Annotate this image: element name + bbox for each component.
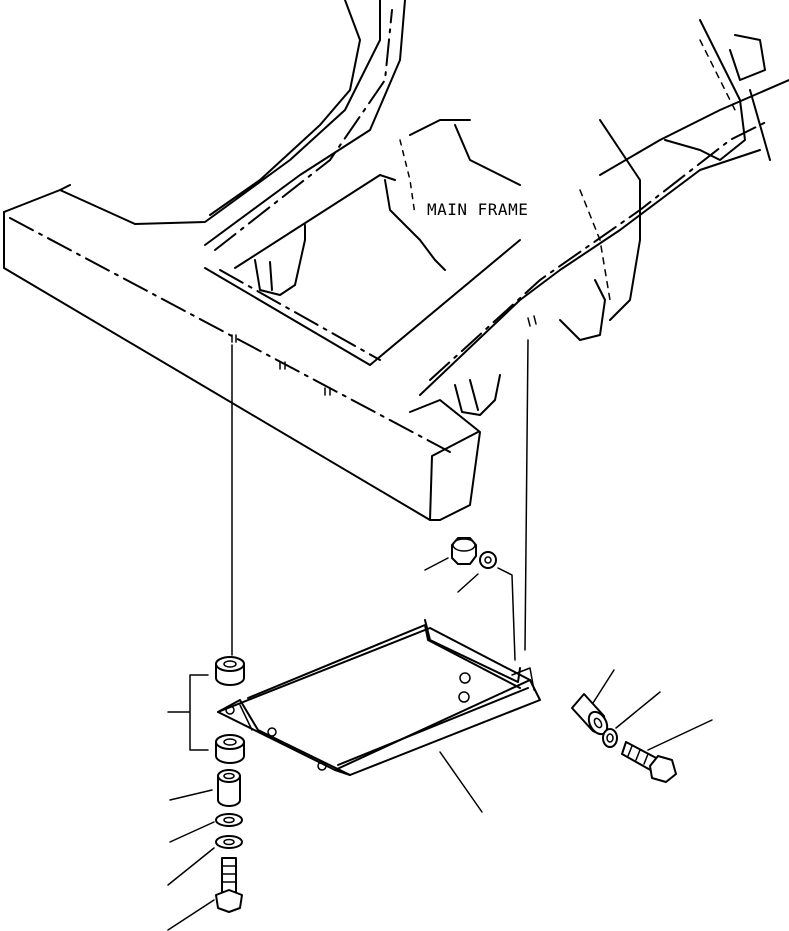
guard-plate-left-lip-inner	[239, 704, 253, 731]
left-rail-outer	[134, 0, 381, 225]
spacer-tube	[217, 775, 241, 807]
rear-right-dash	[699, 39, 736, 111]
bolt-shank	[221, 857, 237, 893]
leader-spacer	[169, 789, 213, 801]
guard-plate-flange-top	[247, 624, 521, 699]
rear-housing-curve	[599, 119, 641, 321]
rear-housing-mid	[409, 119, 521, 186]
bracket-left-inner	[269, 261, 273, 291]
washer-lower	[215, 835, 243, 849]
inner-cross-edge	[204, 267, 371, 366]
leader-washer-lower	[167, 847, 215, 886]
left-rail-centerline	[214, 9, 393, 251]
leader-washer-small	[457, 573, 479, 593]
rear-right-leg	[749, 89, 771, 161]
guard-plate-front-lip	[334, 679, 541, 776]
inner-cross-centerline	[219, 269, 381, 361]
washer-upper-hole	[223, 816, 235, 824]
guard-plate-notch	[511, 667, 535, 691]
bracket-center	[384, 179, 446, 271]
nut-washer-group	[424, 537, 497, 593]
rear-housing-dash	[579, 189, 611, 301]
leader-nut	[424, 557, 449, 571]
assembly-lines	[231, 339, 529, 661]
bushing-top-bore	[223, 660, 237, 668]
guard-plate-body	[217, 627, 531, 771]
right-bolt-thread	[627, 745, 649, 765]
guard-plate-hole-2	[267, 727, 277, 737]
leader-guard-plate	[439, 751, 483, 813]
bracket-lower-inner	[469, 379, 479, 411]
washer-small	[479, 551, 497, 569]
cross-beam-end-edge	[429, 431, 479, 521]
washer-upper	[215, 813, 243, 827]
bolt-tick-1	[231, 334, 237, 343]
guard-plate-flange-edge	[424, 619, 521, 683]
left-rail-inner	[204, 0, 406, 246]
bracket-center-dash	[399, 139, 416, 216]
bolt-head	[215, 889, 243, 913]
guard-plate-hole-3	[317, 761, 327, 771]
guard-plate-front-lip-2	[337, 687, 529, 766]
leader-right-washer	[615, 691, 661, 729]
cross-beam-top-face	[3, 184, 136, 225]
assembly-line-washer	[497, 567, 516, 661]
bolt-tick-2	[279, 361, 286, 370]
leader-bolt	[167, 899, 215, 931]
leader-right-bolt	[647, 719, 713, 751]
right-bolt-head	[649, 755, 677, 783]
bracket-right	[559, 279, 606, 341]
cross-beam-front-face	[3, 211, 441, 521]
guard-plate-hole-4	[459, 672, 471, 684]
guard-plate	[217, 619, 541, 776]
inner-cross-member	[234, 174, 396, 269]
bolt-thread	[221, 865, 237, 883]
rear-right-bracket	[729, 34, 766, 81]
bushing-top-face	[215, 656, 245, 672]
bolt-tick-4	[527, 315, 537, 327]
right-rail-inner	[599, 79, 789, 176]
cross-beam-right-end	[409, 399, 481, 521]
assembly-line-right	[524, 339, 529, 651]
inner-cross-member-lower	[369, 239, 521, 366]
spacer-tube-face	[217, 769, 241, 783]
main-frame-label: MAIN FRAME	[427, 200, 529, 219]
rear-housing-left	[209, 0, 361, 216]
guard-plate-hole-1	[225, 705, 235, 715]
cross-beam-centerline	[9, 217, 451, 453]
washer-small-hole	[484, 556, 492, 564]
leader-washer-upper	[169, 821, 215, 843]
guard-plate-hole-5	[458, 691, 470, 703]
leader-right-bushing	[592, 669, 615, 704]
left-hardware-stack	[167, 656, 245, 931]
right-hardware-group	[571, 669, 713, 783]
right-washer-hole	[606, 733, 614, 743]
bolt-tick-3	[324, 387, 331, 396]
rear-right-housing	[664, 19, 746, 161]
spacer-tube-bore	[223, 772, 235, 780]
main-frame-structure	[3, 0, 789, 521]
bracket-left	[254, 224, 306, 296]
bushing-bottom-bore	[223, 738, 237, 746]
right-washer	[602, 728, 618, 748]
bushing-bottom-face	[215, 734, 245, 750]
bracket-lower	[454, 374, 501, 416]
right-rail-outer	[419, 149, 761, 396]
bushing-bracket	[167, 674, 209, 751]
right-bushing-bore	[593, 717, 603, 729]
nut-face	[452, 538, 476, 552]
washer-lower-hole	[223, 838, 235, 846]
